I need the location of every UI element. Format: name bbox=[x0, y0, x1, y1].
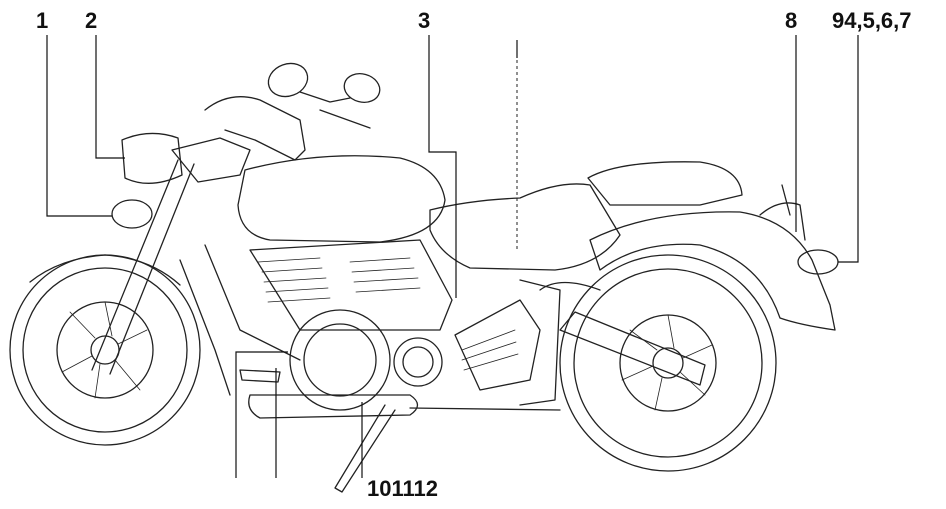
headlight bbox=[111, 132, 183, 229]
fuel-tank bbox=[237, 155, 446, 243]
front-fork bbox=[91, 62, 381, 375]
frame bbox=[179, 244, 706, 406]
callout-8: 8 bbox=[785, 8, 798, 33]
engine bbox=[249, 239, 541, 411]
leader-lines bbox=[46, 35, 859, 478]
callout-10-11-12: 101112 bbox=[367, 476, 438, 501]
callout-2: 2 bbox=[85, 8, 98, 33]
front-wheel bbox=[9, 254, 201, 446]
callout-9-4-5-6-7: 94,5,6,7 bbox=[832, 8, 912, 33]
seat bbox=[429, 161, 743, 271]
rear-wheel bbox=[559, 254, 777, 472]
exhaust-and-stand bbox=[239, 369, 561, 493]
callout-3: 3 bbox=[418, 8, 431, 33]
callout-1: 1 bbox=[36, 8, 49, 33]
rear-fender bbox=[589, 184, 839, 331]
